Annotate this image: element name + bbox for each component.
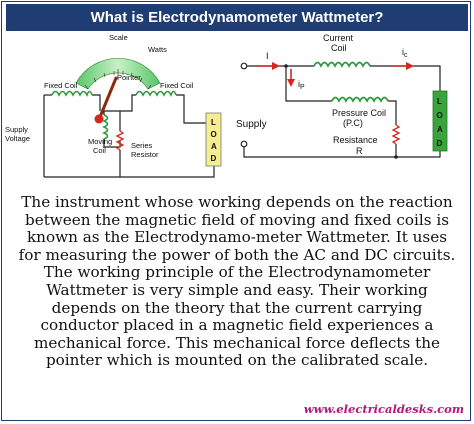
resistance-label-1: Resistance	[333, 135, 378, 145]
right-load-letter-o: O	[437, 111, 443, 120]
current-coil-label-2: Coil	[331, 43, 347, 53]
description-line: depends on the theory that the current c…	[51, 298, 423, 317]
page-title: What is Electrodynamometer Wattmeter?	[6, 4, 468, 31]
description-line: Wattmeter is very simple and easy. Their…	[46, 280, 428, 299]
series-resistor-label-1: Series	[131, 141, 153, 150]
right-load-letter-l: L	[437, 97, 442, 106]
current-coil-label-1: Current	[323, 33, 354, 43]
pointer-label: Pointer	[117, 73, 141, 82]
current-i-label: I	[266, 51, 269, 61]
pressure-coil	[331, 96, 389, 103]
circuit-diagrams: Scale Watts Pointer Fixed Coil Fixed Coi…	[5, 33, 448, 178]
fixed-coil-right-label: Fixed Coil	[160, 81, 194, 90]
left-load-box	[205, 112, 222, 167]
description-text: The instrument whose working depends on …	[10, 193, 464, 370]
ip-label: iP	[298, 79, 305, 91]
description-line: mechanical force. This mechanical force …	[33, 333, 441, 352]
fixed-coil-left-label: Fixed Coil	[44, 81, 78, 90]
supply-terminal-top	[240, 62, 248, 70]
series-resistor	[115, 130, 125, 151]
pointer-needle	[98, 76, 118, 119]
left-wattmeter-diagram: Scale Watts Pointer Fixed Coil Fixed Coi…	[5, 33, 222, 178]
right-wattmeter-diagram: I Current Coil ic iP Pressure Coil (P.C)…	[236, 33, 448, 159]
scale-arc	[75, 57, 161, 90]
moving-coil-label-2: Coil	[93, 146, 106, 155]
description-line: for measuring the power of both the AC a…	[18, 245, 456, 264]
left-load-letter-a: A	[211, 142, 217, 151]
pressure-coil-label-1: Pressure Coil	[332, 108, 386, 118]
watts-label: Watts	[148, 45, 167, 54]
scale-label: Scale	[109, 33, 128, 42]
moving-coil-circle	[94, 114, 104, 124]
pressure-resistor	[391, 124, 401, 145]
description-line: The instrument whose working depends on …	[21, 193, 453, 211]
moving-coil-label-1: Moving	[88, 137, 112, 146]
moving-coil	[101, 114, 109, 140]
current-coil	[313, 61, 371, 68]
fixed-coil-left	[51, 90, 93, 98]
description-line: between the magnetic field of moving and…	[24, 210, 450, 229]
fixed-coil-right	[135, 90, 177, 98]
description-line: The working principle of the Electrodyna…	[43, 263, 431, 282]
description-line: conductor placed in a magnetic field exp…	[40, 316, 434, 335]
ic-label: ic	[402, 47, 408, 59]
pressure-coil-label-2: (P.C)	[343, 118, 363, 128]
left-load-letter-d: D	[211, 154, 217, 163]
description-line: pointer which is mounted on the calibrat…	[45, 351, 429, 370]
description-line: known as the Electrodynamo-meter Wattmet…	[26, 228, 447, 247]
supply-label: Supply	[236, 119, 267, 130]
left-load-letter-o: O	[211, 130, 217, 139]
resistance-label-2: R	[356, 146, 363, 156]
scale-ticks	[84, 69, 152, 90]
supply-voltage-label-2: Voltage	[5, 134, 30, 143]
left-load-letter-l: L	[211, 118, 216, 127]
series-resistor-label-2: Resistor	[131, 150, 159, 159]
right-load-letter-a: A	[437, 125, 443, 134]
supply-voltage-label-1: Supply	[5, 125, 28, 134]
right-load-box	[432, 90, 448, 152]
right-load-letter-d: D	[437, 139, 443, 148]
supply-terminal-bottom	[240, 140, 248, 148]
website-link[interactable]: www.electricaldesks.com	[303, 402, 464, 416]
